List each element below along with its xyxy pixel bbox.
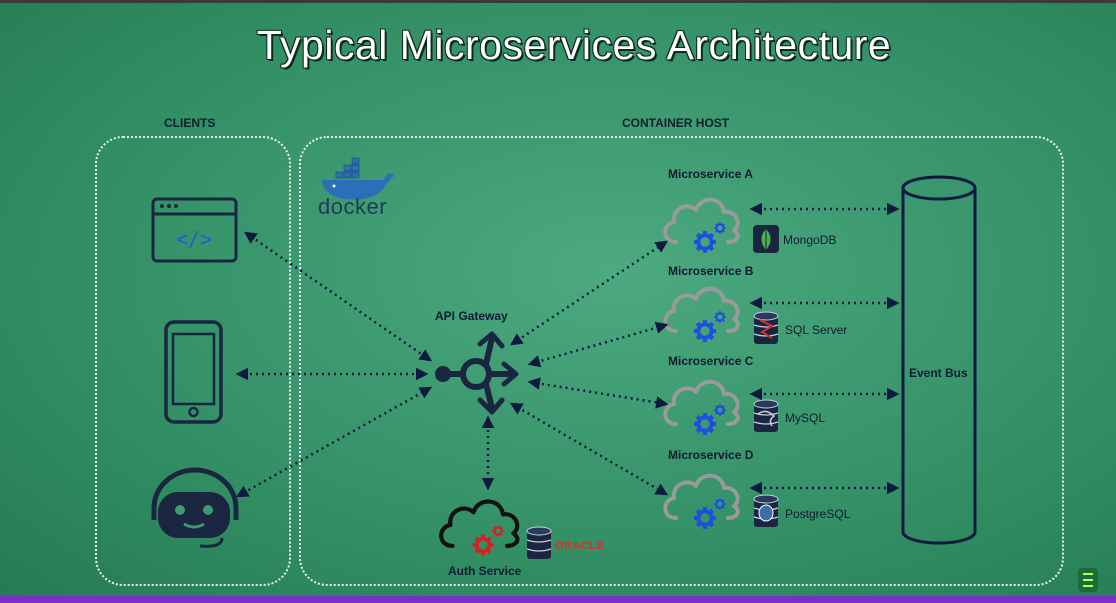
postgresql-icon — [753, 494, 779, 528]
mongodb-label: MongoDB — [783, 233, 837, 247]
event-bus-cylinder — [901, 175, 977, 545]
chatbot-icon — [151, 467, 239, 548]
channel-logo-icon — [1078, 568, 1098, 592]
sql-server-label: SQL Server — [785, 323, 848, 337]
arrow-chatbot-gateway — [235, 386, 433, 498]
microservice-a-label: Microservice A — [668, 167, 753, 181]
microservice-a-cloud-icon — [663, 197, 740, 255]
container-host-section-label: CONTAINER HOST — [622, 116, 730, 130]
microservice-d-cloud-icon — [663, 473, 740, 531]
microservice-b-label: Microservice B — [668, 264, 754, 278]
oracle-database-icon — [526, 526, 552, 560]
arrow-gateway-service-b — [527, 321, 669, 368]
arrow-gateway-service-d — [509, 402, 669, 496]
clients-section-label: CLIENTS — [164, 116, 216, 130]
arrow-gateway-service-a — [509, 240, 669, 346]
connection-arrows — [235, 202, 900, 498]
docker-label: docker — [318, 194, 388, 219]
microservice-b-cloud-icon — [663, 286, 740, 344]
top-bar — [0, 0, 1116, 3]
mysql-label: MySQL — [785, 411, 826, 425]
event-bus-label: Event Bus — [909, 366, 968, 380]
auth-service-cloud-icon — [441, 502, 517, 558]
api-gateway-label: API Gateway — [435, 309, 508, 323]
auth-service-label: Auth Service — [448, 564, 522, 578]
api-gateway-router-icon — [435, 331, 519, 415]
bottom-bar — [0, 596, 1116, 603]
sql-server-icon — [753, 311, 779, 345]
web-browser-icon: </> — [151, 197, 238, 263]
arrow-gateway-service-c — [527, 377, 669, 409]
mongodb-icon — [753, 225, 779, 253]
svg-text:</>: </> — [176, 227, 212, 251]
mysql-icon — [753, 399, 779, 433]
mobile-phone-icon — [164, 320, 223, 424]
page-title: Typical Microservices Architecture — [256, 22, 892, 68]
oracle-label: ORACLE — [555, 540, 605, 552]
microservice-d-label: Microservice D — [668, 448, 754, 462]
postgresql-label: PostgreSQL — [785, 507, 851, 521]
microservice-c-cloud-icon — [663, 379, 740, 437]
microservice-c-label: Microservice C — [668, 354, 754, 368]
docker-whale-icon — [322, 157, 394, 200]
arrow-web-gateway — [243, 231, 433, 362]
